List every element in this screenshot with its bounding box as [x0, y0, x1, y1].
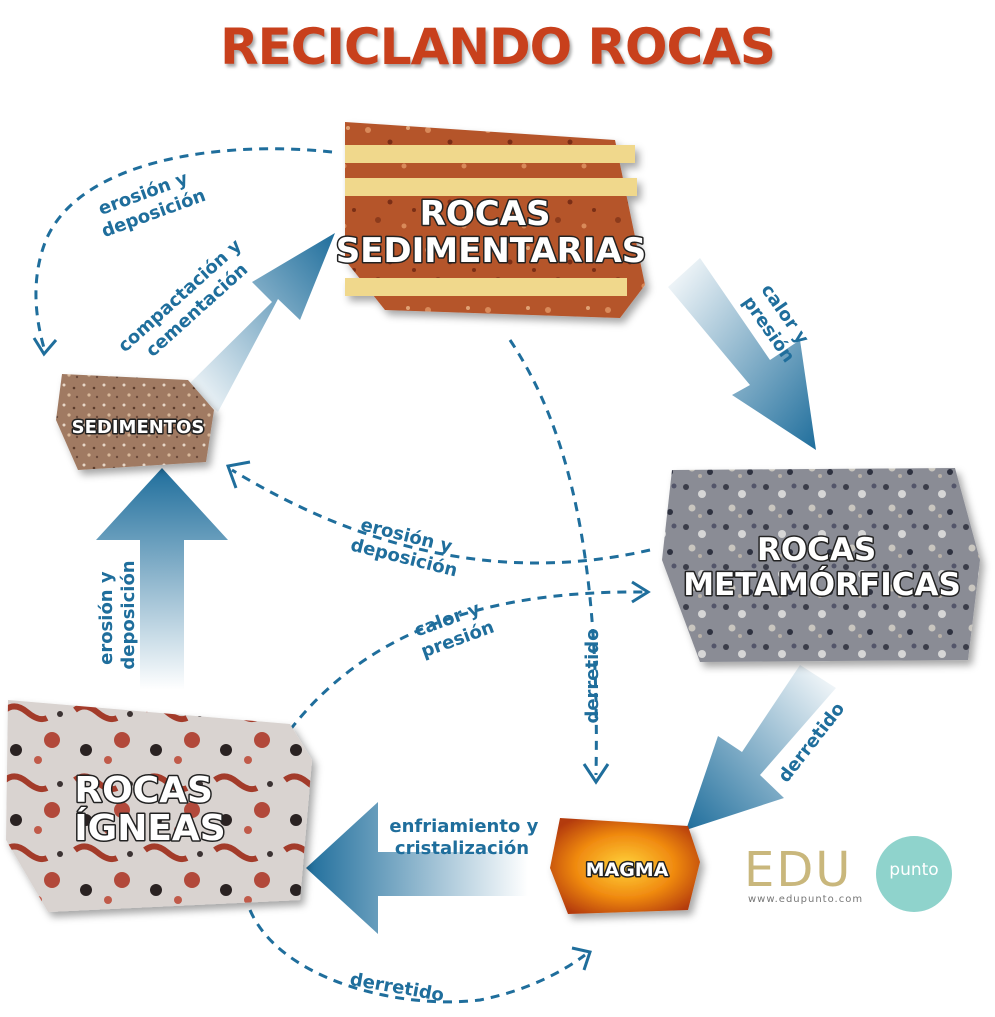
label-sedimentarias-2: SEDIMENTARIAS [336, 231, 647, 271]
label-derretido-middle: derretido [582, 628, 603, 723]
arrowhead-calor-middle [631, 580, 651, 604]
svg-text:ROCAS ÍGNEAS: ROCAS ÍGNEAS [74, 770, 225, 849]
label-enfriamiento-1: enfriamiento y [389, 816, 538, 837]
rock-metamorficas [662, 468, 980, 662]
svg-text:ROCAS METAMÓRFICAS: ROCAS METAMÓRFICAS [683, 532, 961, 603]
label-igneas-2: ÍGNEAS [74, 807, 225, 849]
dashed-arrow-derretido-bottom [248, 909, 586, 1004]
svg-text:erosión y deposición: erosión y deposición [96, 560, 139, 669]
rock-magma [550, 818, 700, 914]
dashed-arrow-erosion-middle [231, 468, 651, 565]
logo-url: www.edupunto.com [748, 894, 864, 905]
arrowhead-erosion-top [32, 337, 58, 357]
dashed-arrow-calor-middle [288, 590, 646, 731]
label-metamorficas-1: ROCAS [757, 532, 876, 568]
svg-text:calor y presión: calor y presión [411, 596, 497, 662]
page-title: RECICLANDO ROCAS [220, 18, 776, 76]
arrow-enfriamiento [306, 802, 528, 934]
label-erosion-left-2: deposición [118, 560, 139, 669]
label-erosion-left-1: erosión y [96, 571, 117, 665]
svg-text:erosión y deposición: erosión y deposición [91, 164, 208, 242]
svg-text:enfriamiento y cristalizac: enfriamiento y cristalización [389, 816, 544, 859]
label-enfriamiento-2: cristalización [395, 838, 529, 859]
arrowhead-erosion-middle [225, 460, 251, 489]
label-sedimentarias-1: ROCAS [420, 194, 551, 234]
svg-text:ROCAS SEDIMENTARIAS: ROCAS SEDIMENTARIAS [336, 194, 647, 271]
rock-sedimentos [56, 374, 214, 470]
arrow-compactacion [188, 233, 335, 412]
arrowhead-derretido-bottom [571, 946, 592, 971]
arrow-derretido-right [686, 665, 836, 830]
arrowhead-derretido-middle [582, 763, 610, 785]
rock-sedimentarias [345, 122, 645, 318]
logo-edu-text: EDU [744, 842, 853, 898]
arrow-erosion-left [96, 468, 228, 690]
dashed-arrow-derretido-middle [508, 339, 598, 776]
dashed-arrow-erosion-top [34, 147, 333, 349]
arrow-calor-right [668, 258, 816, 450]
label-igneas-1: ROCAS [74, 770, 213, 811]
svg-text:erosión y deposición: erosión y deposición [348, 513, 464, 581]
label-derretido-bottom: derretido [348, 969, 445, 1006]
label-metamorficas-2: METAMÓRFICAS [683, 566, 961, 603]
label-magma: MAGMA [586, 859, 669, 881]
logo-punto-text: punto [889, 860, 939, 880]
label-sedimentos: SEDIMENTOS [72, 417, 205, 438]
logo-circle [876, 836, 952, 912]
rock-igneas [6, 700, 312, 912]
